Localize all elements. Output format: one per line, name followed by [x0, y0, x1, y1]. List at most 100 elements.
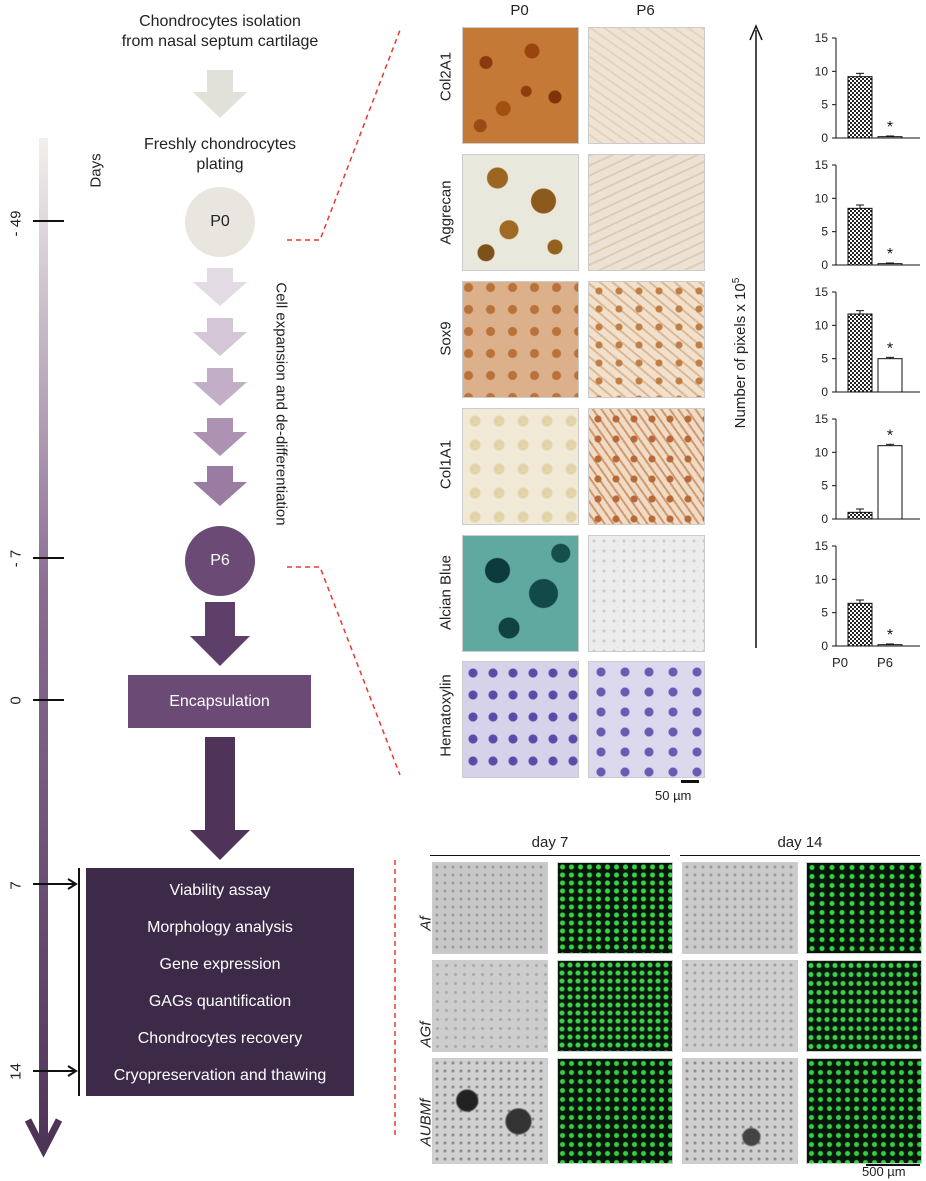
bar: [877, 445, 903, 520]
day-tick-label: - 7: [7, 549, 25, 568]
viability-fl-af-d7: [557, 862, 673, 954]
stain-col-header: P0: [510, 2, 529, 19]
flow-arrow: [193, 70, 247, 118]
viability-scalebar-label: 500 µm: [862, 1164, 906, 1179]
y-tick-label: 15: [815, 539, 829, 553]
stain-col-header: P6: [636, 2, 655, 19]
expansion-label-wrap: Cell expansion and de-differentiation: [270, 245, 292, 563]
micrograph-hematoxylin-p0: [462, 661, 579, 778]
stain-row-label: Aggrecan: [437, 180, 455, 245]
y-tick-label: 5: [821, 606, 828, 620]
y-tick-label: 15: [815, 158, 829, 172]
p6-circle: P6: [185, 526, 255, 596]
y-tick-label: 0: [821, 131, 828, 145]
y-tick-label: 10: [815, 318, 829, 332]
viability-bf-af-d14: [682, 862, 798, 954]
flow-arrow: [193, 418, 247, 456]
flow-arrow: [193, 318, 247, 356]
y-tick-label: 5: [821, 225, 828, 239]
significance-marker: *: [887, 119, 893, 136]
y-axis-arrowhead: [749, 24, 763, 41]
bar: [847, 602, 873, 647]
stain-scalebar-label: 50 µm: [655, 788, 692, 803]
significance-marker: *: [887, 340, 893, 357]
viability-bf-aubmf-d14: [682, 1058, 798, 1164]
assay-item: Morphology analysis: [147, 919, 293, 936]
y-tick-label: 10: [815, 445, 829, 459]
assay-item: GAGs quantification: [148, 993, 292, 1010]
micrograph-aggrecan-p6: [588, 154, 705, 271]
viability-fl-agf-d14: [806, 960, 922, 1052]
p0-label: P0: [210, 213, 230, 230]
significance-marker: *: [887, 427, 893, 444]
viability-scalebar: [866, 1164, 920, 1166]
chart-ylabel-sup: 5: [731, 277, 742, 284]
expansion-label: Cell expansion and de-differentiation: [272, 282, 290, 526]
assay-item: Viability assay: [169, 882, 271, 899]
flow-arrow: [193, 268, 247, 306]
viability-col-header: day 14: [777, 834, 823, 851]
bar: [877, 136, 903, 139]
viability-fl-agf-d7: [557, 960, 673, 1052]
stain-row-label: Col1A1: [437, 439, 455, 490]
assay-box: Viability assay Morphology analysis Gene…: [86, 868, 354, 1096]
micrograph-hematoxylin-p6: [588, 661, 705, 778]
micrograph-col2a1-p6: [588, 27, 705, 144]
micrograph-aggrecan-p0: [462, 154, 579, 271]
y-tick-label: 0: [821, 512, 828, 526]
viability-fl-aubmf-d14: [806, 1058, 922, 1164]
bar: [847, 207, 873, 266]
y-tick-label: 5: [821, 479, 828, 493]
viability-col-header: day 7: [531, 834, 569, 851]
y-tick-label: 0: [821, 639, 828, 653]
day-tick-label: 0: [7, 696, 25, 705]
micrograph-col1a1-p6: [588, 408, 705, 525]
significance-marker: *: [887, 246, 893, 263]
y-tick-label: 10: [815, 64, 829, 78]
stain-row-label: Alcian Blue: [437, 554, 455, 631]
chart-xlabel: P0: [832, 655, 848, 670]
timeline-arrowhead: [24, 1118, 63, 1158]
viability-fl-aubmf-d7: [557, 1058, 673, 1164]
chart-ylabel-text: Number of pixels x 10: [732, 283, 749, 429]
day-tick-label: 7: [7, 881, 25, 890]
viability-bf-agf-d14: [682, 960, 798, 1052]
micrograph-col1a1-p0: [462, 408, 579, 525]
micrograph-alcian-p6: [588, 535, 705, 652]
micrograph-alcian-p0: [462, 535, 579, 652]
flow-arrow: [190, 602, 250, 666]
y-tick-label: 15: [815, 31, 829, 45]
bar: [847, 76, 873, 139]
viability-fl-af-d14: [806, 862, 922, 954]
day-tick-label: - 49: [7, 210, 25, 237]
bar: [877, 644, 903, 647]
viability-header-line: [430, 855, 670, 856]
encapsulation-label: Encapsulation: [169, 692, 270, 710]
bar: [847, 313, 873, 393]
flow-arrow: [193, 466, 247, 506]
bar: [847, 511, 873, 520]
y-tick-label: 0: [821, 385, 828, 399]
y-tick-label: 10: [815, 572, 829, 586]
chart-ylabel: Number of pixels x 105: [731, 253, 749, 453]
flow-arrow: [193, 368, 247, 406]
p0-circle: P0: [185, 187, 255, 257]
assay-item: Chondrocytes recovery: [137, 1030, 303, 1047]
flow-arrow: [190, 737, 250, 860]
assay-item: Gene expression: [159, 956, 281, 973]
y-tick-label: 5: [821, 352, 828, 366]
stain-row-label: Sox9: [437, 321, 455, 356]
bar: [877, 263, 903, 266]
stain-row-label: Col2A1: [437, 51, 455, 102]
viability-header-line: [680, 855, 920, 856]
micrograph-col2a1-p0: [462, 27, 579, 144]
assay-item: Cryopreservation and thawing: [113, 1067, 327, 1084]
isolation-text: Chondrocytes isolation from nasal septum…: [121, 13, 319, 50]
y-tick-label: 5: [821, 98, 828, 112]
bar: [877, 358, 903, 393]
micrograph-sox9-p0: [462, 281, 579, 398]
viability-bf-aubmf-d7: [432, 1058, 548, 1164]
viability-bf-af-d7: [432, 862, 548, 954]
y-tick-label: 15: [815, 285, 829, 299]
